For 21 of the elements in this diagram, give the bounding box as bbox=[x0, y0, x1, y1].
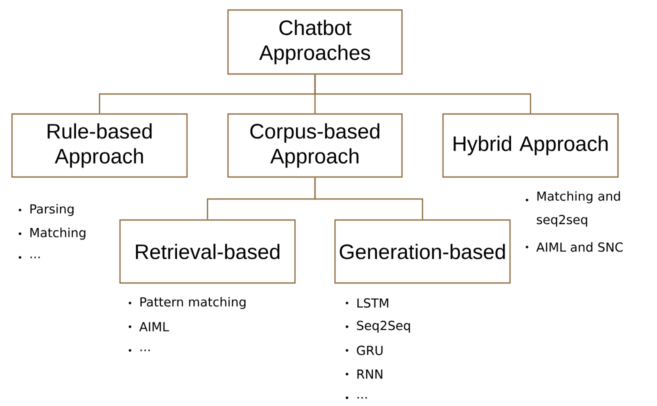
bullet-item: AIML bbox=[128, 322, 170, 332]
bullet-item: LSTM bbox=[346, 298, 388, 308]
bullet-item: ... bbox=[128, 349, 150, 352]
bullet-item: Matching bbox=[18, 228, 86, 240]
bullet-item: Seq2Seq bbox=[346, 320, 410, 333]
connector-line bbox=[314, 74, 532, 114]
approach-box: Retrieval-based bbox=[119, 219, 296, 284]
approach-box: Generation-based bbox=[334, 219, 511, 284]
approach-box: Rule-based Approach bbox=[11, 113, 188, 178]
bullet-item: Parsing bbox=[18, 204, 74, 216]
approach-box: Hybrid Approach bbox=[442, 113, 619, 178]
bullet-item: Pattern matching bbox=[128, 296, 246, 310]
connector-line bbox=[314, 178, 424, 220]
approach-box: Corpus-based Approach bbox=[227, 113, 403, 178]
bullet-item: ... bbox=[18, 256, 40, 259]
bullet-item: ... bbox=[346, 396, 367, 400]
approach-box: Chatbot Approaches bbox=[227, 9, 403, 75]
bullet-item: Matching and seq2seq bbox=[526, 191, 620, 227]
bullet-item: RNN bbox=[346, 370, 382, 379]
bullet-item: GRU bbox=[346, 346, 383, 356]
bullet-item: AIML and SNC bbox=[526, 242, 623, 252]
